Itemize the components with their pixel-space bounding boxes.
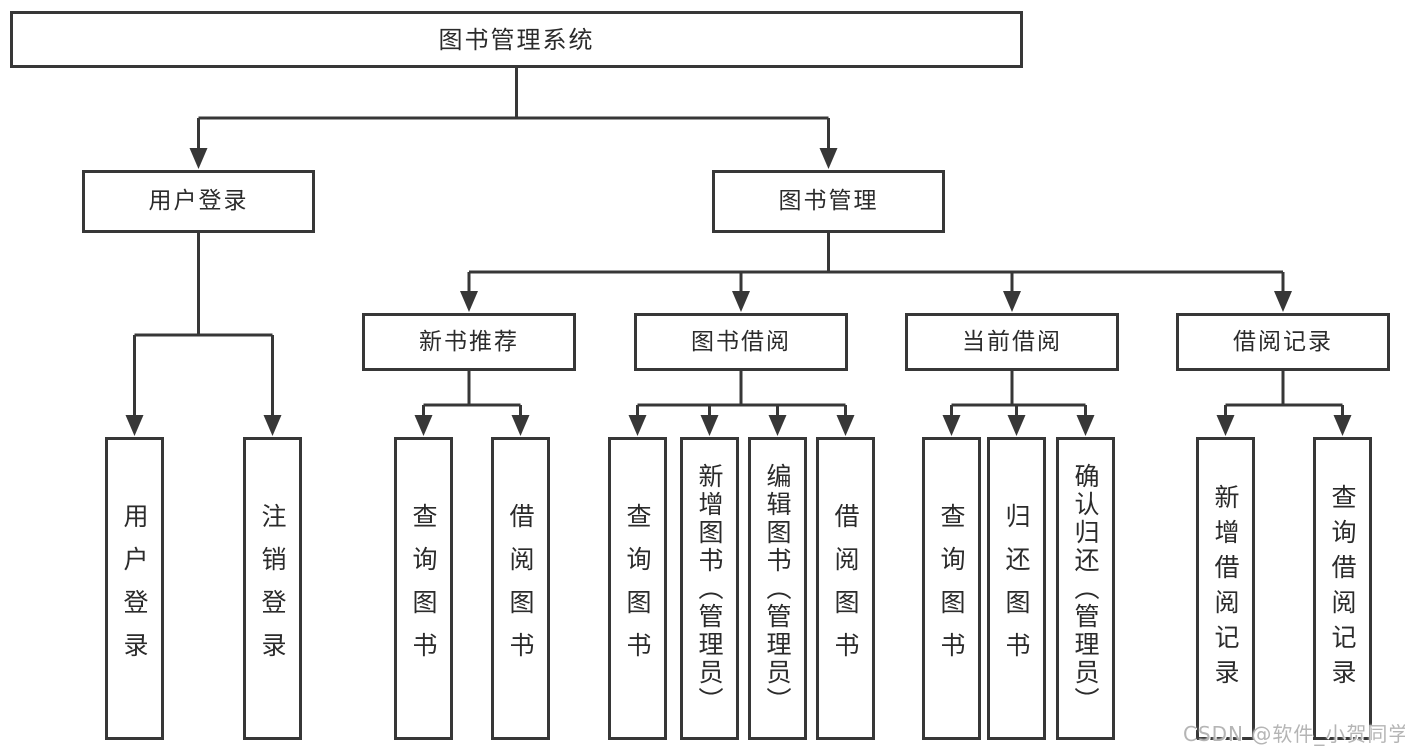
node-borrow-records-label: 借阅记录 xyxy=(1233,328,1333,355)
node-book-borrow-label: 图书借阅 xyxy=(691,328,791,355)
leaf-confirm-return-admin: 确认归还（管理员） xyxy=(1056,437,1115,740)
node-current-borrow-label: 当前借阅 xyxy=(962,328,1062,355)
leaf-query-books-current-label: 查询图书 xyxy=(937,502,966,675)
node-borrow-records: 借阅记录 xyxy=(1176,313,1390,371)
leaf-user-login-label: 用户登录 xyxy=(120,502,149,675)
csdn-watermark: CSDN @软件_小贺同学 xyxy=(1183,722,1405,746)
node-system-root-label: 图书管理系统 xyxy=(438,25,595,54)
leaf-edit-book-admin: 编辑图书（管理员） xyxy=(748,437,807,740)
node-user-login-label: 用户登录 xyxy=(148,188,249,214)
node-user-login: 用户登录 xyxy=(82,170,315,233)
leaf-add-book-admin: 新增图书（管理员） xyxy=(680,437,739,740)
leaf-query-books-current: 查询图书 xyxy=(922,437,981,740)
node-system-root: 图书管理系统 xyxy=(10,11,1023,68)
leaf-query-books-newbook-label: 查询图书 xyxy=(409,502,438,675)
node-new-book-recommend: 新书推荐 xyxy=(362,313,576,371)
node-book-management: 图书管理 xyxy=(712,170,945,233)
node-book-management-label: 图书管理 xyxy=(778,188,879,214)
leaf-query-books-borrow: 查询图书 xyxy=(608,437,667,740)
leaf-logout: 注销登录 xyxy=(243,437,302,740)
leaf-user-login: 用户登录 xyxy=(105,437,164,740)
leaf-edit-book-admin-label: 编辑图书（管理员） xyxy=(763,462,792,715)
leaf-add-borrow-record: 新增借阅记录 xyxy=(1196,437,1255,740)
leaf-query-books-newbook: 查询图书 xyxy=(394,437,453,740)
leaf-borrow-books-borrow-label: 借阅图书 xyxy=(831,502,860,675)
leaf-add-borrow-record-label: 新增借阅记录 xyxy=(1211,483,1240,694)
leaf-confirm-return-admin-label: 确认归还（管理员） xyxy=(1071,462,1100,715)
leaf-add-book-admin-label: 新增图书（管理员） xyxy=(695,462,724,715)
node-book-borrow: 图书借阅 xyxy=(634,313,848,371)
leaf-borrow-books-newbook: 借阅图书 xyxy=(491,437,550,740)
leaf-borrow-books-borrow: 借阅图书 xyxy=(816,437,875,740)
node-new-book-recommend-label: 新书推荐 xyxy=(419,328,519,355)
leaf-logout-label: 注销登录 xyxy=(258,502,287,675)
node-current-borrow: 当前借阅 xyxy=(905,313,1119,371)
leaf-return-book-label: 归还图书 xyxy=(1002,502,1031,675)
leaf-query-borrow-record-label: 查询借阅记录 xyxy=(1328,483,1357,694)
leaf-borrow-books-newbook-label: 借阅图书 xyxy=(506,502,535,675)
leaf-query-books-borrow-label: 查询图书 xyxy=(623,502,652,675)
leaf-query-borrow-record: 查询借阅记录 xyxy=(1313,437,1372,740)
leaf-return-book: 归还图书 xyxy=(987,437,1046,740)
